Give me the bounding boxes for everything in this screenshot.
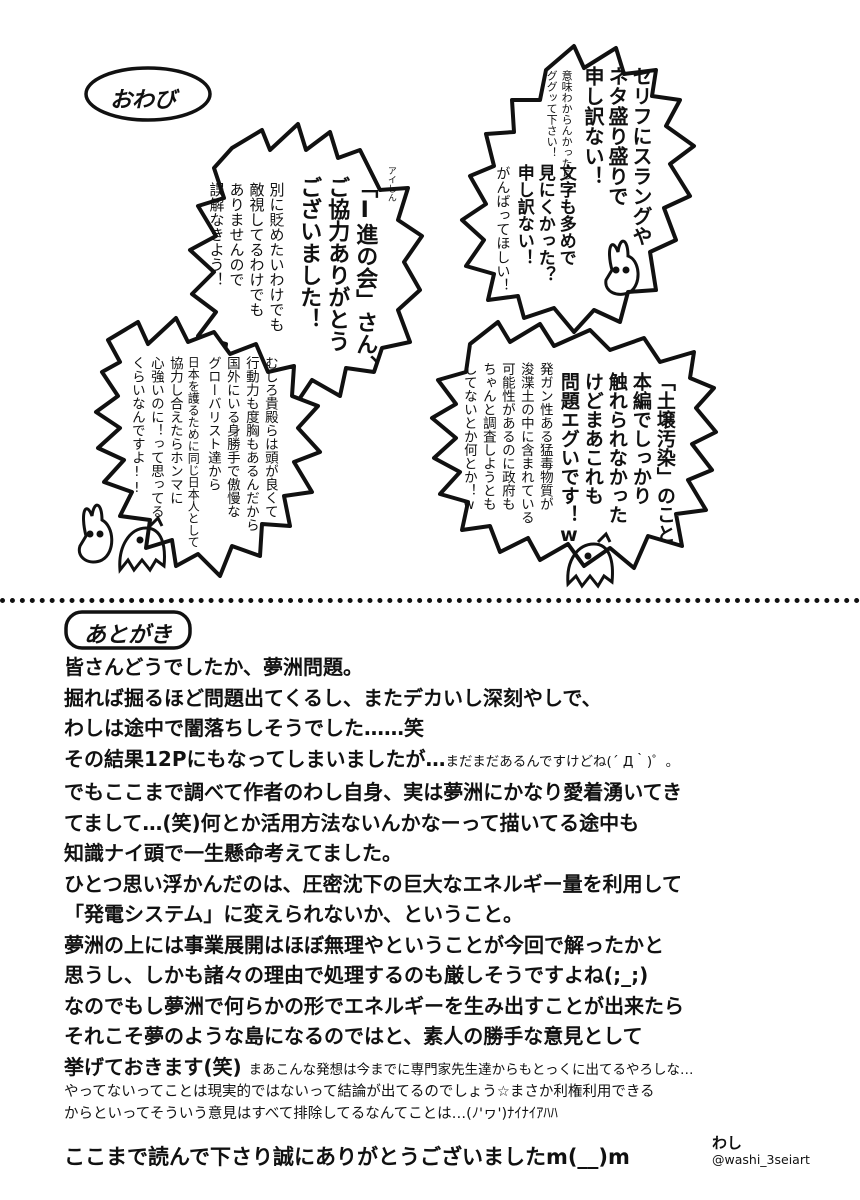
mr-balloon-col-4: けどまあこれも — [581, 372, 604, 505]
chicken-character-bottom — [118, 515, 166, 574]
mr-balloon-col-7: 浚渫土の中に含まれている — [517, 362, 534, 524]
ruby-ai-shin: アイしん — [385, 166, 396, 202]
atogaki-line-1: 皆さんどうでしたか、夢洲問題。 — [64, 655, 363, 679]
bl-balloon-col-5: 日本を護るために同じ日本人として — [186, 356, 201, 548]
top-right-speech-balloon — [460, 44, 696, 334]
owabi-title: おわび — [110, 88, 177, 113]
tr-balloon-col-5: ググッて下さい！ — [545, 70, 559, 158]
atogaki-title: あとがき — [84, 623, 173, 648]
mr-balloon-col-2: 本編でしっかり — [629, 372, 652, 505]
left-balloon-col-6: ありませんので — [227, 182, 246, 287]
mr-balloon-col-6: 発ガン性ある猛毒物質が — [536, 362, 553, 511]
tr-balloon-col-6: 文字も多めで — [555, 164, 576, 266]
tr-balloon-col-9: がんばってほしい！ — [494, 166, 511, 292]
left-balloon-col-1: 「I進の会」さん、 — [352, 176, 378, 377]
left-balloon-col-3: ございました！ — [296, 176, 322, 330]
left-speech-balloon — [188, 122, 424, 406]
bl-balloon-col-3: 国外にいる身勝手で傲慢な — [223, 356, 240, 518]
atogaki-line-9: 「発電システム」に変えられないか、ということ。 — [64, 902, 523, 926]
bl-balloon-col-1: むしろ貴殿らは頭が良くて — [261, 356, 278, 518]
author-handle: @washi_3seiart — [712, 1152, 810, 1167]
tr-balloon-col-7: 見にくかった？ — [534, 164, 555, 283]
atogaki-line-4: その結果12Pにもなってしまいましたが…まだまだあるんですけどね(´ Д｀)゜。 — [64, 744, 854, 778]
owabi-title-oval — [84, 66, 212, 122]
owabi-illustration — [77, 44, 718, 589]
tr-balloon-col-2: ネタ盛り盛りで — [605, 66, 629, 206]
atogaki-line-14: 挙げておきます(笑) まあこんな発想は今までに専門家先生達からもとっくに出てるや… — [64, 1052, 854, 1086]
atogaki-line-12: なのでもし夢洲で何らかの形でエネルギーを生み出すことが出来たら — [64, 993, 684, 1018]
left-balloon-col-7: 誤解なきよう！ — [207, 182, 226, 287]
atogaki-line-14-aside: まあこんな発想は今までに専門家先生達からもとっくに出てるやろしな… — [248, 1061, 694, 1078]
bl-balloon-col-8: くらいなんですよ!! — [128, 356, 145, 496]
bl-balloon-col-7: 心強いのに！って思ってる — [147, 356, 164, 518]
atogaki-line-13: それこそ夢のような島になるのではと、素人の勝手な意見として — [64, 1024, 643, 1048]
left-balloon-col-4: 別に貶めたいわけでも — [267, 182, 286, 332]
atogaki-line-10: 夢洲の上には事業展開はほぼ無理やということが今回で解ったかと — [64, 932, 664, 957]
atogaki-line-6: てまして…(笑)何とか活用方法ないんかなーって描いてる途中も — [64, 810, 640, 835]
left-balloon-col-2: ご協力ありがとう — [324, 176, 350, 352]
atogaki-note-2: からといってそういう意見はすべて排除してるなんてことは…(ﾉ'ヮ')ﾅｲﾅｲｱﾊ… — [64, 1106, 558, 1122]
closing-thanks: ここまで読んで下さり誠にありがとうございましたm(__)m — [64, 1145, 630, 1169]
mr-balloon-col-3: 触れられなかった — [605, 372, 628, 524]
mid-right-speech-balloon — [430, 320, 718, 570]
atogaki-note-1: やってないってことは現実的ではないって結論が出てるのでしょう☆まさか利権利用でき… — [64, 1084, 655, 1100]
atogaki-line-5: でもここまで調べて作者のわし自身、実は夢洲にかなり愛着湧いてき — [64, 780, 682, 804]
atogaki-line-4-aside: まだまだあるんですけどね(´ Д｀)゜。 — [445, 753, 680, 770]
rabbit-character-bottom — [77, 503, 114, 564]
atogaki-line-8: ひとつ思い浮かんだのは、圧密沈下の巨大なエネルギー量を利用して — [64, 871, 682, 896]
left-balloon-col-5: 敵視してるわけでも — [247, 182, 266, 317]
mr-balloon-col-5: 問題エグいです！w — [557, 372, 580, 546]
bl-balloon-col-4: グローバリスト達から — [204, 356, 221, 491]
mr-balloon-col-10: してないとか何とか！w — [460, 362, 477, 513]
bl-balloon-col-6: 協力し合えたらホンマに — [166, 356, 183, 505]
tr-balloon-col-1: セリフにスラングや — [629, 66, 653, 246]
bl-balloon-col-2: 行動力も度胸もあるんだから — [242, 356, 259, 532]
chicken-character-right — [566, 531, 614, 589]
mr-balloon-col-8: 可能性があるのに政府も — [498, 362, 515, 511]
dotted-separator — [0, 598, 860, 603]
atogaki-body: 皆さんどうでしたか、夢洲問題。 掘れば掘るほど問題出てくるし、またデカいし深刻や… — [64, 652, 854, 1085]
tr-balloon-col-8: 申し訳ない！ — [513, 164, 534, 266]
atogaki-line-2: 掘れば掘るほど問題出てくるし、またデカいし深刻やしで、 — [64, 685, 602, 710]
atogaki-line-3: わしは途中で闇落ちしそうでした……笑 — [64, 716, 424, 740]
author-signature: わし — [712, 1134, 743, 1152]
atogaki-line-4-main: その結果12Pにもなってしまいましたが… — [64, 746, 446, 771]
mr-balloon-col-1: 「土壌汚染」のこと — [653, 372, 676, 543]
atogaki-line-7: 知識ナイ頭で一生懸命考えてました。 — [64, 841, 402, 865]
tr-balloon-col-4: 意味わからんかったら — [560, 70, 574, 180]
atogaki-line-11: 思うし、しかも諸々の理由で処理するのも厳しそうですよね(;_;) — [64, 963, 649, 987]
rabbit-character-top — [604, 239, 640, 296]
bottom-left-speech-balloon — [94, 316, 322, 578]
mr-balloon-col-9: ちゃんと調査しようとも — [479, 362, 496, 511]
atogaki-line-14-main: 挙げておきます(笑) — [64, 1054, 242, 1079]
tr-balloon-col-3: 申し訳ない！ — [581, 66, 605, 186]
